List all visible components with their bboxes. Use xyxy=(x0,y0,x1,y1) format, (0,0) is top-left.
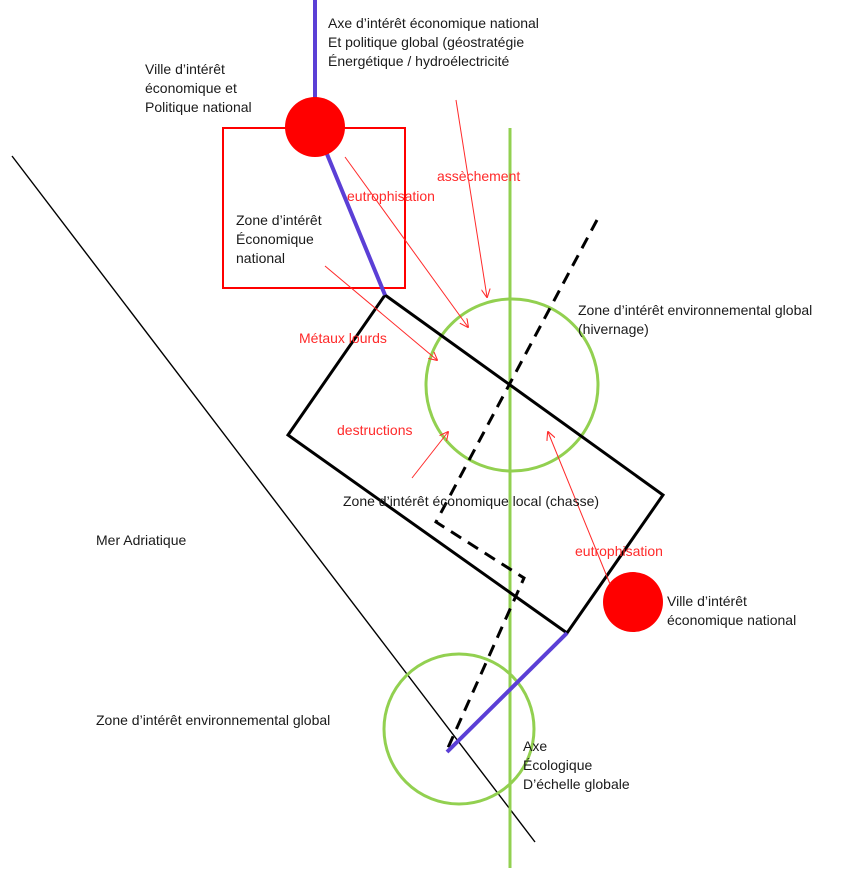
sea-label: Mer Adriatique xyxy=(96,532,187,548)
annotation-destructions: destructions xyxy=(337,422,413,438)
dashed-boundary-line xyxy=(434,219,599,751)
arrow-metaux-lourds xyxy=(324,265,437,360)
city-top-marker xyxy=(285,97,345,157)
axis-ecological-label: Axe Écologique D’échelle globale xyxy=(523,738,630,792)
arrow-eutrophisation-top xyxy=(344,156,468,327)
coastline xyxy=(11,155,536,843)
arrow-destructions xyxy=(411,432,448,479)
city-top-label: Ville d’intérêt économique et Politique … xyxy=(145,61,252,115)
zone-env-global-top-label: Zone d’intérêt environnemental global (h… xyxy=(578,302,813,337)
env-zone-circle-bottom xyxy=(382,652,536,806)
axis-national-label: Axe d’intérêt économique national Et pol… xyxy=(328,15,539,69)
zone-economic-national-label: Zone d’intérêt Économique national xyxy=(236,212,322,266)
zone-economic-local-label: Zone d’intérêt économique local (chasse) xyxy=(343,493,600,509)
arrow-eutrophisation-bottom xyxy=(548,432,611,585)
arrow-assechement xyxy=(455,99,487,297)
annotation-eutrophisation-bottom: eutrophisation xyxy=(575,543,663,559)
env-zone-circle-top xyxy=(424,297,600,473)
city-right-marker xyxy=(603,572,663,632)
zone-env-global-bottom-label: Zone d’intérêt environnemental global xyxy=(96,712,331,728)
national-axis-line-bottom xyxy=(445,631,569,754)
city-right-label: Ville d’intérêt économique national xyxy=(667,593,797,628)
annotation-metaux-lourds: Métaux lourds xyxy=(299,330,387,346)
annotation-assechement: assèchement xyxy=(437,168,521,184)
annotation-eutrophisation-top: eutrophisation xyxy=(347,188,435,204)
